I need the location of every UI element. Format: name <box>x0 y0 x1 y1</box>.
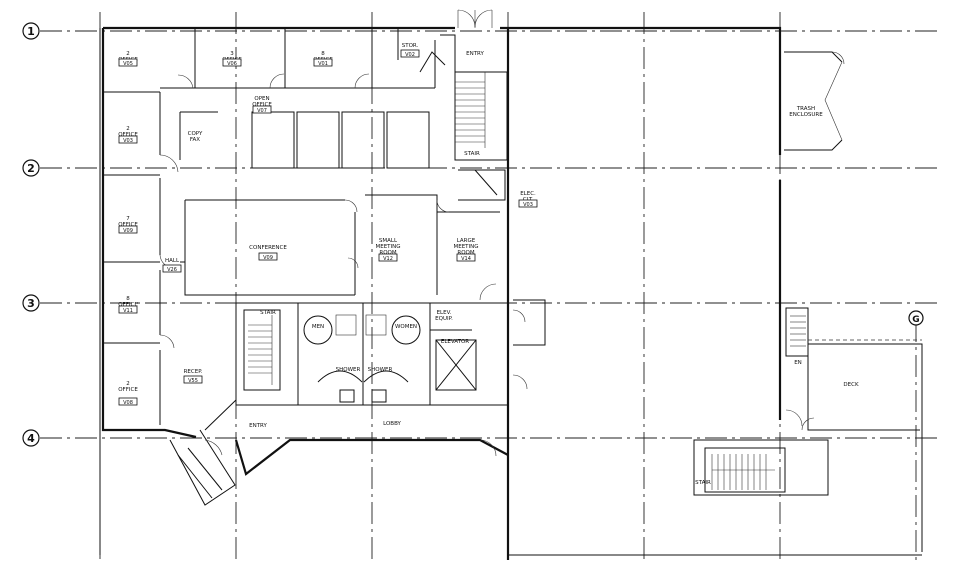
room-tag: V09 <box>263 255 273 261</box>
grid-bubble-label: 2 <box>27 162 35 175</box>
room-tag: V55 <box>188 378 198 384</box>
room-name: ELEVATOR <box>441 339 469 345</box>
room-name: STAIR <box>260 310 276 316</box>
room-name: MEN <box>312 324 324 330</box>
room-name: RECEP. <box>184 369 203 375</box>
west-offices <box>103 91 179 425</box>
room-tag: V09 <box>123 228 133 234</box>
room-tag: V12 <box>383 256 393 262</box>
exterior-walls <box>99 26 782 560</box>
room-name: EN <box>794 360 802 366</box>
room-tag: V01 <box>318 61 328 67</box>
room-name: DECK <box>843 382 859 388</box>
east-shell <box>479 283 546 457</box>
room-tag: V14 <box>461 256 471 262</box>
room-name: SHOWER <box>336 367 361 373</box>
north-stair <box>440 9 508 201</box>
trash-enclosure <box>784 51 845 151</box>
room-name: STOR. <box>402 43 419 49</box>
room-tag: V26 <box>167 267 177 273</box>
room-tag: V06 <box>227 61 237 67</box>
workstations <box>179 111 430 169</box>
room-name: ENTRY <box>249 423 267 429</box>
grid-bubble-2: 2 <box>22 159 40 177</box>
east-stair-deck <box>785 307 923 552</box>
room-tag: V07 <box>257 108 267 114</box>
core-block <box>235 302 509 406</box>
north-offices <box>160 28 446 89</box>
grid-bubble-g: G <box>908 310 924 326</box>
grid-bubble-3: 3 <box>22 294 40 312</box>
room-tag: V05 <box>123 61 133 67</box>
room-name: SHOWER <box>368 367 393 373</box>
grid-bubble-4: 4 <box>22 429 40 447</box>
grid-lines <box>40 12 940 560</box>
room-name: ENTRY <box>466 51 484 57</box>
room-name: HALL <box>165 258 180 264</box>
room-name: LOBBY <box>383 421 401 427</box>
room-name: STAIR <box>695 480 711 486</box>
conference-block <box>180 194 500 296</box>
room-tag: V11 <box>123 308 133 314</box>
room-tag: V02 <box>405 52 415 58</box>
room-tag: V03 <box>523 202 533 208</box>
room-name: WOMEN <box>395 324 417 330</box>
grid-bubble-label: G <box>912 315 919 325</box>
south-stair <box>508 439 922 556</box>
grid-bubble-label: 3 <box>27 297 35 310</box>
grid-bubble-label: 4 <box>27 432 35 445</box>
room-name: STAIR <box>464 151 480 157</box>
grid-bubble-label: 1 <box>27 25 35 38</box>
sw-entry <box>169 399 237 506</box>
grid-bubble-1: 1 <box>22 22 40 40</box>
room-tag: V03 <box>123 138 133 144</box>
room-name: ELEV.EQUIP. <box>435 310 453 322</box>
room-name: CONFERENCE <box>249 245 287 251</box>
room-tag: V08 <box>123 400 133 406</box>
